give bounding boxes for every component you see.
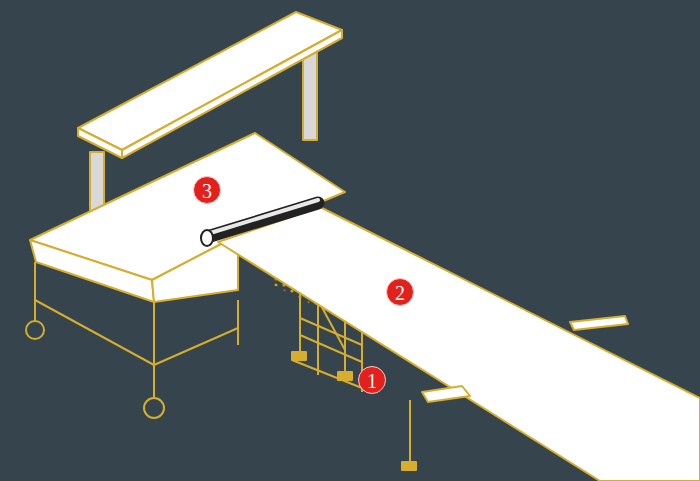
callout-number: 3 <box>193 176 221 204</box>
roller <box>201 200 318 246</box>
callout-number: 2 <box>386 278 414 306</box>
conveyor-belt <box>218 207 700 481</box>
callout-number: 1 <box>358 366 386 394</box>
